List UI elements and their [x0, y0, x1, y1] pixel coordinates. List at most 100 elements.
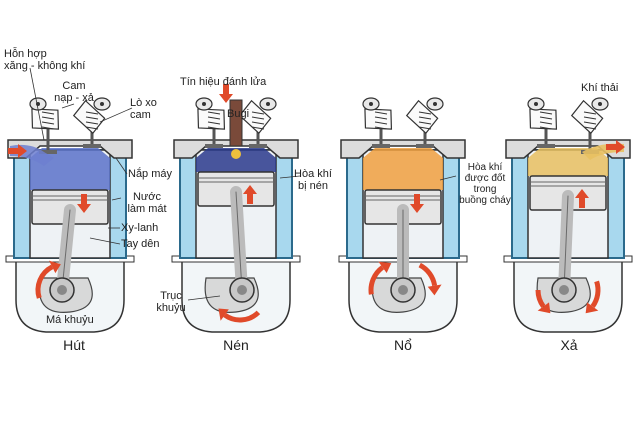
valve-spring-coil: [374, 126, 388, 130]
valve-spring-coil: [207, 121, 221, 125]
valve-spring-coil: [85, 121, 99, 125]
label-crankshaft: Trục khuỷu: [156, 290, 186, 314]
valve-spring-coil: [374, 116, 388, 120]
crank-rotation-arrow-2-head: [427, 284, 442, 296]
crank-rotation-arrow-head: [378, 261, 392, 274]
crank-rotation-arrow: [223, 310, 261, 323]
crank-rotation-arrow: [35, 264, 54, 299]
crank-rotation-arrow-2-head: [537, 302, 551, 314]
leader-burned-mix: [439, 175, 457, 181]
exhaust-valve-guide: [405, 99, 439, 135]
combustion-chamber: [363, 148, 443, 190]
engine-3: [338, 97, 468, 333]
valve-spring-coil: [583, 116, 597, 120]
valve-spring-coil: [85, 126, 99, 130]
valve-spring-coil: [583, 111, 597, 115]
leader-coolant: [111, 197, 122, 201]
valve-spring-coil: [418, 126, 432, 130]
valve-spring-coil: [539, 126, 553, 130]
cam-shaft: [433, 102, 437, 106]
crank-rotation-arrow-head: [585, 302, 599, 314]
crank-rotation-arrow: [368, 265, 385, 295]
cam-shaft: [202, 102, 206, 106]
valve-spring-coil: [251, 121, 265, 125]
stage-name-intake: Hút: [63, 337, 85, 353]
valve-spring-coil: [207, 116, 221, 120]
cam-shaft: [100, 102, 104, 106]
piston-direction-arrow: [243, 185, 257, 204]
label-cam: Cam nạp - xả: [54, 80, 94, 104]
connecting-rod-edge: [61, 209, 71, 291]
piston-direction-arrow: [77, 194, 91, 213]
label-connecting-rod: Tay dên: [121, 238, 160, 250]
spark: [231, 149, 241, 159]
connecting-rod-edge: [563, 195, 569, 291]
exhaust-valve-head: [416, 144, 434, 148]
leader-cam-spring: [99, 107, 133, 123]
spark-plug: [229, 99, 243, 147]
valve-spring-coil: [539, 111, 553, 115]
engine-1: [5, 97, 135, 333]
crank-rotation-arrow-2: [535, 289, 546, 308]
exhaust-valve-head: [249, 144, 267, 148]
label-crank-web: Má khuỷu: [46, 314, 94, 326]
valve-spring-coil: [374, 121, 388, 125]
leader-compressed-mix: [279, 175, 301, 179]
label-ignition-signal: Tín hiệu đánh lửa: [180, 76, 267, 88]
intake-valve-head: [372, 144, 390, 148]
label-exhaust-gas: Khí thải: [581, 82, 619, 94]
engine-4: [503, 97, 633, 333]
valve-spring-coil: [418, 116, 432, 120]
valve-spring-coil: [583, 121, 597, 125]
cam-shaft: [534, 102, 538, 106]
exhaust-arrow: [606, 140, 625, 154]
intake-valve-head: [537, 144, 555, 148]
intake-valve-head: [205, 144, 223, 148]
crankshaft-center: [398, 285, 408, 295]
crank-rotation-arrow: [590, 280, 601, 308]
valve-spring-coil: [41, 116, 55, 120]
stage-name-combustion: Nổ: [394, 337, 412, 353]
label-cylinder-head: Nắp máy: [128, 168, 173, 180]
crankshaft-center: [237, 285, 247, 295]
crank-rotation-arrow-head: [218, 308, 229, 321]
label-compressed-mix: Hòa khí bị nén: [294, 168, 332, 192]
valve-spring-coil: [251, 111, 265, 115]
crank-rotation-arrow-head: [49, 260, 61, 274]
valve-spring-coil: [251, 126, 265, 130]
valve-spring-coil: [583, 126, 597, 130]
valve-spring-coil: [207, 111, 221, 115]
combustion-chamber: [196, 148, 276, 172]
valve-spring-coil: [418, 111, 432, 115]
engine-2: [171, 97, 301, 333]
crankshaft-center: [559, 285, 569, 295]
valve-spring-coil: [41, 111, 55, 115]
valve-spring-coil: [41, 126, 55, 130]
stage-name-compression: Nén: [223, 337, 249, 353]
leader-fuel-air-mix: [29, 67, 45, 141]
exhaust-valve-guide: [238, 99, 272, 135]
valve-spring-coil: [41, 121, 55, 125]
label-spark-plug: Bugi: [227, 108, 250, 120]
label-fuel-air-mix: Hỗn hợp xăng - không khí: [4, 48, 86, 72]
cam-shaft: [598, 102, 602, 106]
leader-connecting-rod: [89, 237, 121, 245]
intake-arrow: [8, 144, 27, 158]
valve-spring-coil: [539, 116, 553, 120]
ignition-arrow: [219, 84, 233, 103]
piston-direction-arrow: [575, 189, 589, 208]
leader-cylinder-head: [115, 157, 128, 175]
label-cylinder: Xy-lanh: [121, 222, 159, 234]
valve-spring-coil: [539, 121, 553, 125]
piston-direction-arrow: [410, 194, 424, 213]
intake-valve-head: [39, 150, 57, 154]
valve-spring-coil: [207, 126, 221, 130]
label-cam-spring: Lò xo cam: [130, 97, 157, 121]
stage-name-exhaust: Xả: [560, 337, 578, 353]
exhaust-valve-guide: [570, 99, 604, 135]
valve-spring-coil: [85, 116, 99, 120]
crankshaft-center: [57, 285, 67, 295]
cam-shaft: [369, 102, 373, 106]
